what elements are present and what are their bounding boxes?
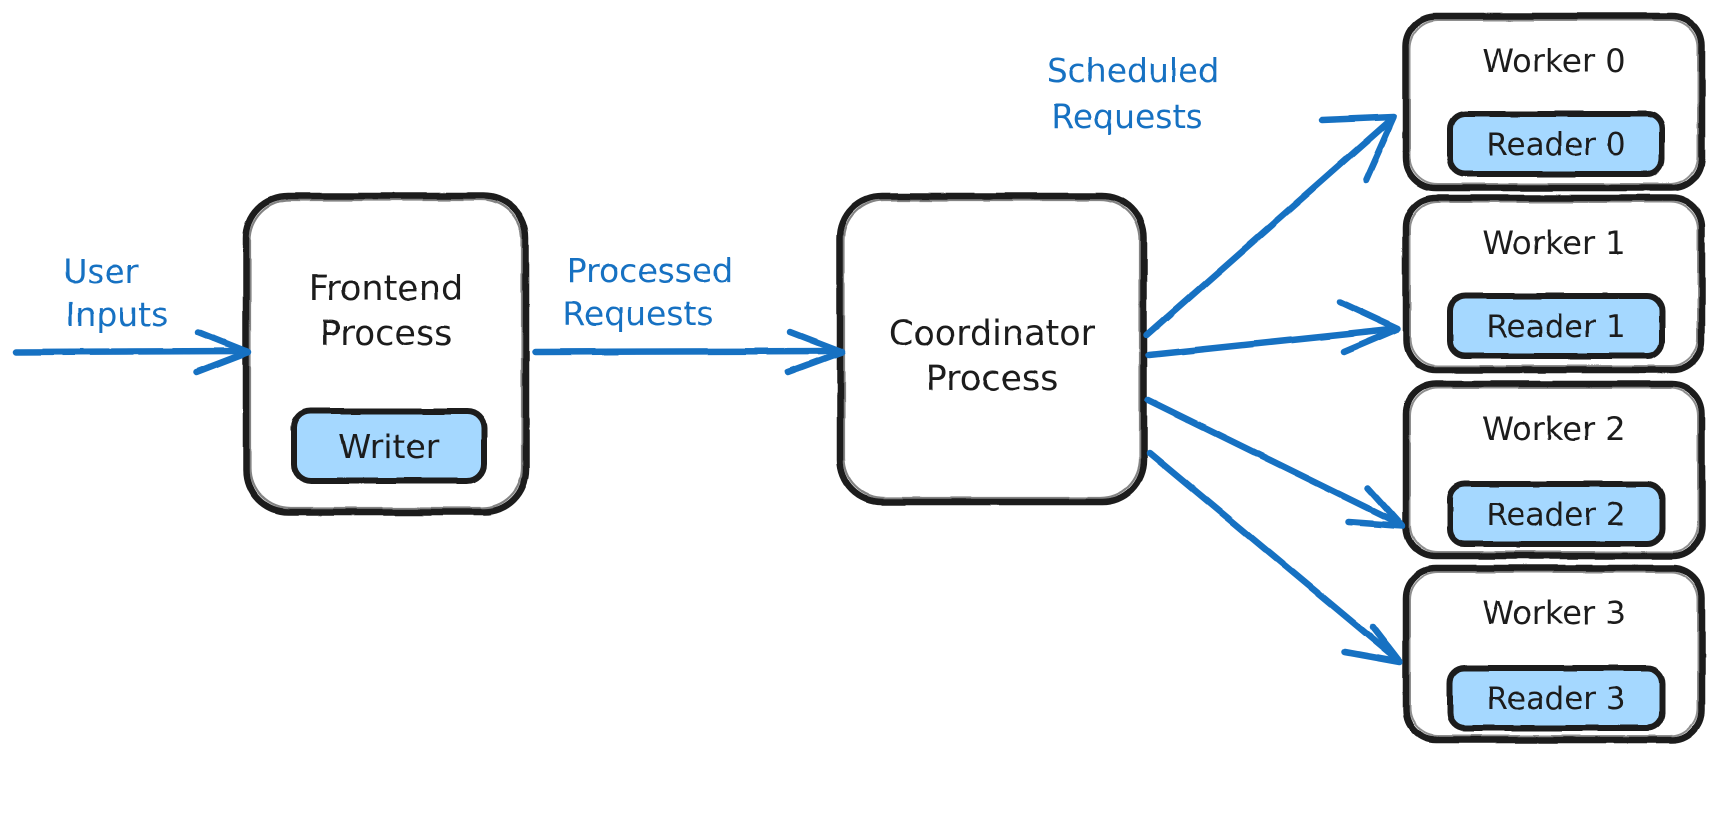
user-inputs-arrow-head [192,328,252,376]
writer-label: Writer [339,427,440,466]
processed-requests-arrow-head [784,328,846,376]
scheduled-arrow-worker-1-line [1145,325,1400,359]
frontend-process-node[interactable]: Frontend Process Writer [242,192,530,516]
edge-processed-requests: Processed Requests [531,251,846,376]
frontend-process-label-line1: Frontend [309,269,463,309]
frontend-process-label-line2: Process [320,314,453,354]
worker-0-node[interactable]: Worker 0 Reader 0 [1402,12,1706,192]
worker-3-label: Worker 3 [1482,594,1625,632]
coordinator-process-label-line2: Process [926,359,1059,399]
reader-1-label: Reader 1 [1486,309,1625,345]
writer-box [291,408,487,484]
edge-user-inputs: User Inputs [12,252,252,376]
worker-0-label: Worker 0 [1482,42,1625,80]
worker-3-node[interactable]: Worker 3 Reader 3 [1402,564,1706,744]
reader-1-box [1447,293,1665,359]
writer-node[interactable]: Writer [291,408,487,484]
worker-2-box-sketch-pass [1409,387,1699,553]
scheduled-requests-label-line1: Scheduled [1047,51,1220,90]
coordinator-process-node[interactable]: Coordinator Process [836,192,1148,506]
scheduled-arrow-worker-1-head [1336,298,1402,356]
scheduled-arrow-worker-3-head [1341,623,1404,666]
worker-1-box-sketch-pass [1409,201,1699,367]
user-inputs-label-line2: Inputs [66,295,169,334]
reader-0-label: Reader 0 [1486,127,1625,163]
user-inputs-label-line1: User [63,252,139,291]
reader-2-node[interactable]: Reader 2 [1447,481,1665,547]
scheduled-requests-label-line2: Requests [1051,97,1202,136]
reader-1-node[interactable]: Reader 1 [1447,293,1665,359]
reader-3-box [1447,665,1665,731]
reader-2-label: Reader 2 [1486,497,1625,533]
scheduled-arrow-worker-3-line [1146,449,1402,664]
worker-3-box-sketch-pass [1409,571,1699,737]
worker-2-label: Worker 2 [1482,410,1625,448]
reader-0-box [1447,111,1665,177]
processed-requests-label-line2: Requests [562,294,713,333]
processed-requests-arrow-line [531,347,844,356]
coordinator-process-label-line1: Coordinator [889,314,1096,354]
scheduled-arrow-worker-2-head [1344,484,1406,530]
worker-2-node[interactable]: Worker 2 Reader 2 [1402,380,1706,560]
scheduled-arrow-worker-0-line [1143,115,1396,339]
coordinator-process-box-sketch-pass [842,198,1142,500]
processed-requests-label-line1: Processed [567,251,733,290]
reader-3-node[interactable]: Reader 3 [1447,665,1665,731]
worker-0-box-sketch-pass [1409,19,1699,185]
reader-3-label: Reader 3 [1486,681,1625,717]
edge-scheduled-requests: Scheduled Requests [1047,51,1406,666]
worker-1-node[interactable]: Worker 1 Reader 1 [1402,194,1706,374]
scheduled-arrow-worker-2-line [1144,396,1404,528]
reader-2-box [1447,481,1665,547]
scheduled-arrow-worker-0-head [1318,113,1398,184]
user-inputs-arrow-line [12,347,250,356]
reader-0-node[interactable]: Reader 0 [1447,111,1665,177]
worker-1-label: Worker 1 [1482,224,1625,262]
